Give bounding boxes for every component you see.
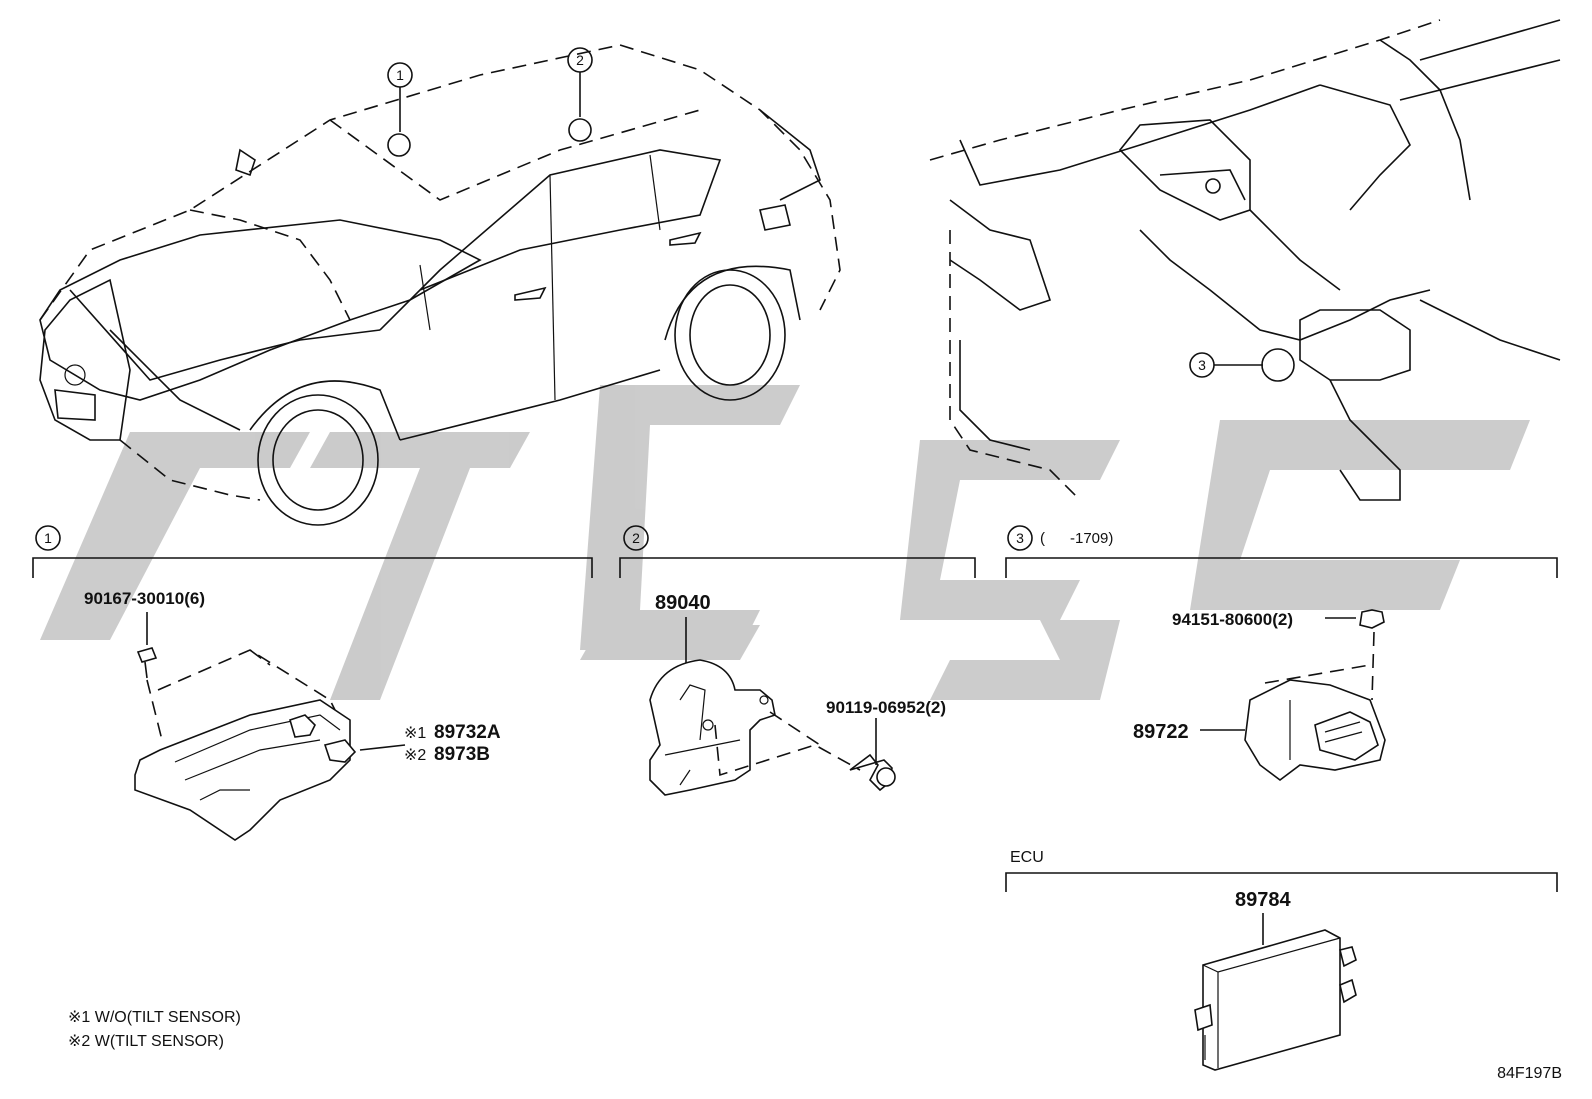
section-3-note: ( -1709) [1040,530,1113,547]
callout-1-marker: 1 [387,62,413,157]
footnotes: ※1 W/O(TILT SENSOR) ※2 W(TILT SENSOR) [68,1009,241,1050]
section-2-number: 2 [632,530,640,546]
vehicle-outline [39,44,841,526]
callout-3-marker: 3 [1189,348,1295,382]
dashboard-outline [929,19,1561,501]
part-label-90167-30010: 90167-30010(6) [84,589,205,608]
sensor-b-note-mark: ※2 [404,747,426,764]
bracket-89040: 89040 [649,592,776,796]
section-2-header: 2 [619,525,976,578]
sensor-a-note-mark: ※1 [404,725,426,742]
callout-2-number: 2 [576,52,584,68]
ecu-section-header: ECU [1005,849,1558,892]
callout-2-marker: 2 [567,47,593,142]
ecu-89784: 89784 [1194,889,1357,1071]
part-label-89040: 89040 [655,592,711,614]
callout-1-number: 1 [396,67,404,83]
nut-94151-80600: 94151-80600(2) [1172,609,1385,701]
section-1-header: 1 [32,525,593,578]
section-1-number: 1 [44,530,52,546]
diagram-code: 84F197B [1497,1065,1562,1082]
part-label-94151-80600: 94151-80600(2) [1172,610,1293,629]
footnote-1: ※1 W/O(TILT SENSOR) [68,1009,241,1026]
part-label-89784: 89784 [1235,889,1291,911]
part-label-89722: 89722 [1133,721,1189,743]
footnote-2: ※2 W(TILT SENSOR) [68,1033,224,1050]
section-3-number: 3 [1016,530,1024,546]
screw-90167-30010: 90167-30010(6) [84,589,205,741]
ecu-section-title: ECU [1010,849,1044,866]
part-label-90119-06952: 90119-06952(2) [826,698,946,717]
callout-3-number: 3 [1198,357,1206,373]
section-3-header: 3 ( -1709) [1005,525,1558,578]
sensor-89722: 89722 [1133,664,1386,781]
sensor-part-labels: ※1 89732A ※2 8973B [359,722,501,765]
height-control-sensor [134,649,357,841]
watermark-logo [40,385,1530,700]
bolt-90119-06952: 90119-06952(2) [714,698,946,792]
part-label-89732A: 89732A [434,722,501,743]
part-label-8973B: 8973B [434,744,490,765]
